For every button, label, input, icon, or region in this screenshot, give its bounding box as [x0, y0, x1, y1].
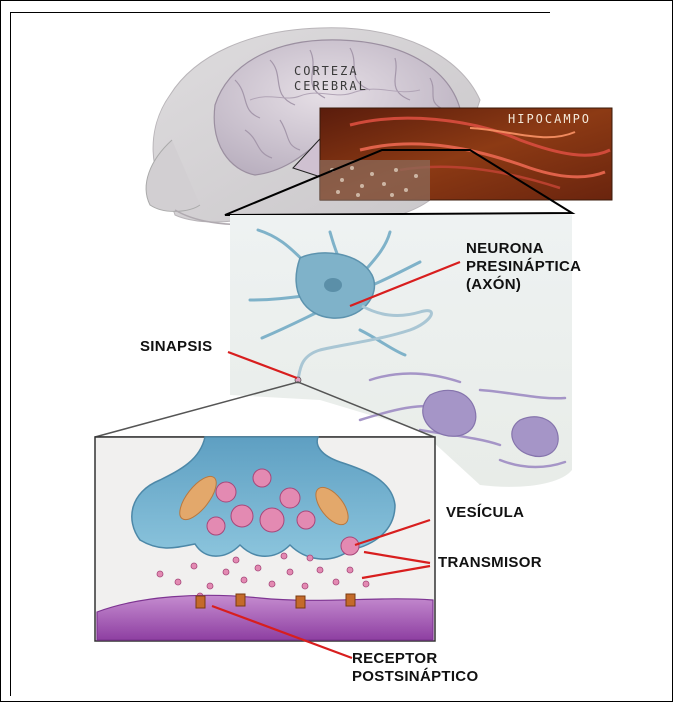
label-presynaptic-neuron: NEURONA PRESINÁPTICA (AXÓN): [466, 240, 581, 294]
label-cortex: CORTEZA CEREBRAL: [294, 64, 368, 94]
label-receptor-line1: RECEPTOR: [352, 650, 478, 668]
label-hippocampus: HIPOCAMPO: [508, 112, 591, 126]
label-synapse: SINAPSIS: [140, 338, 212, 356]
label-cortex-line2: CEREBRAL: [294, 79, 368, 94]
label-receptor: RECEPTOR POSTSINÁPTICO: [352, 650, 478, 686]
postsynaptic-membrane: [97, 595, 433, 640]
label-neuron-line1: NEURONA: [466, 240, 581, 258]
label-vesicle: VESÍCULA: [446, 504, 524, 522]
label-cortex-line1: CORTEZA: [294, 64, 368, 79]
synaptic-terminal-panel: [95, 437, 435, 641]
label-neuron-line2: PRESINÁPTICA: [466, 258, 581, 276]
label-transmitter: TRANSMISOR: [438, 554, 542, 572]
label-receptor-line2: POSTSINÁPTICO: [352, 668, 478, 686]
label-neuron-line3: (AXÓN): [466, 276, 581, 294]
